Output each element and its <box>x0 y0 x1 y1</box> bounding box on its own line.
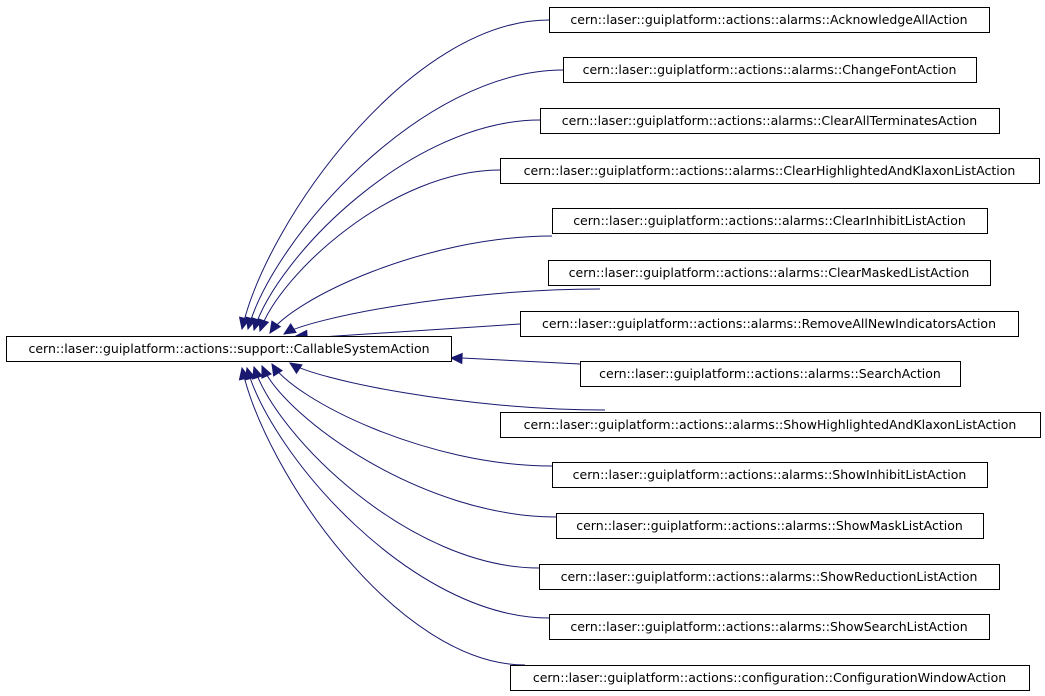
derived-class-label: cern::laser::guiplatform::actions::alarm… <box>561 569 978 584</box>
arrowhead-icon <box>238 366 251 381</box>
edge-line <box>271 363 553 467</box>
arrowhead-icon <box>252 365 264 380</box>
base-class-node[interactable]: cern::laser::guiplatform::actions::suppo… <box>6 336 452 362</box>
derived-class-label: cern::laser::guiplatform::actions::alarm… <box>583 62 957 77</box>
derived-class-node[interactable]: cern::laser::guiplatform::actions::alarm… <box>540 108 1000 134</box>
derived-class-label: cern::laser::guiplatform::actions::alarm… <box>570 12 967 27</box>
edge-line <box>246 367 550 619</box>
arrowhead-icon <box>269 320 282 335</box>
inheritance-edge <box>288 362 606 411</box>
edge-line <box>289 362 606 411</box>
derived-class-label: cern::laser::guiplatform::actions::alarm… <box>599 366 941 381</box>
inheritance-edge <box>258 169 501 333</box>
derived-class-node[interactable]: cern::laser::guiplatform::actions::alarm… <box>520 311 1019 337</box>
derived-class-node[interactable]: cern::laser::guiplatform::actions::alarm… <box>549 614 990 640</box>
inheritance-edge <box>271 362 553 467</box>
inheritance-edge <box>238 366 526 666</box>
edge-line <box>261 365 557 518</box>
edge-line <box>269 235 553 334</box>
edge-line <box>247 69 564 330</box>
derived-class-node[interactable]: cern::laser::guiplatform::actions::alarm… <box>556 513 984 539</box>
derived-class-node[interactable]: cern::laser::guiplatform::actions::alarm… <box>549 7 990 33</box>
inheritance-edges <box>238 19 606 666</box>
inheritance-edge <box>282 288 601 335</box>
edge-line <box>241 19 550 330</box>
derived-class-node[interactable]: cern::laser::guiplatform::actions::alarm… <box>552 462 988 488</box>
derived-class-label: cern::laser::guiplatform::actions::alarm… <box>542 316 996 331</box>
arrowhead-icon <box>288 362 303 375</box>
derived-class-label: cern::laser::guiplatform::actions::confi… <box>533 670 1006 685</box>
edge-line <box>253 119 541 331</box>
derived-class-node[interactable]: cern::laser::guiplatform::actions::alarm… <box>539 564 1000 590</box>
arrowhead-icon <box>258 318 270 333</box>
derived-class-node[interactable]: cern::laser::guiplatform::actions::alarm… <box>580 361 961 387</box>
edge-line <box>241 367 526 666</box>
derived-class-node[interactable]: cern::laser::guiplatform::actions::alarm… <box>548 260 991 286</box>
inheritance-edge <box>251 119 541 332</box>
edge-line <box>259 169 501 332</box>
inheritance-edge <box>261 364 557 518</box>
derived-class-label: cern::laser::guiplatform::actions::alarm… <box>573 467 967 482</box>
arrowhead-icon <box>261 364 272 379</box>
inheritance-edge <box>449 352 581 365</box>
edge-line <box>283 288 601 335</box>
derived-class-label: cern::laser::guiplatform::actions::alarm… <box>562 113 977 128</box>
derived-class-node[interactable]: cern::laser::guiplatform::actions::alarm… <box>500 158 1040 184</box>
derived-class-label: cern::laser::guiplatform::actions::alarm… <box>524 163 1016 178</box>
derived-class-node[interactable]: cern::laser::guiplatform::actions::alarm… <box>500 412 1041 438</box>
arrowhead-icon <box>271 362 284 377</box>
inheritance-edge <box>245 69 564 331</box>
inheritance-edge <box>269 235 553 335</box>
derived-class-label: cern::laser::guiplatform::actions::alarm… <box>524 417 1017 432</box>
derived-class-node[interactable]: cern::laser::guiplatform::actions::alarm… <box>563 57 977 83</box>
edge-line <box>461 357 581 365</box>
derived-class-nodes: cern::laser::guiplatform::actions::alarm… <box>500 7 1041 691</box>
edge-line <box>253 366 540 569</box>
derived-class-label: cern::laser::guiplatform::actions::alarm… <box>569 265 970 280</box>
derived-class-label: cern::laser::guiplatform::actions::alarm… <box>573 213 966 228</box>
arrowhead-icon <box>449 352 463 365</box>
derived-class-node[interactable]: cern::laser::guiplatform::actions::alarm… <box>552 208 988 234</box>
base-class-label: cern::laser::guiplatform::actions::suppo… <box>28 341 429 356</box>
derived-class-label: cern::laser::guiplatform::actions::alarm… <box>576 518 963 533</box>
derived-class-label: cern::laser::guiplatform::actions::alarm… <box>570 619 967 634</box>
derived-class-node[interactable]: cern::laser::guiplatform::actions::confi… <box>510 665 1030 691</box>
inheritance-edge <box>252 365 540 569</box>
arrowhead-icon <box>282 323 297 335</box>
edge-line <box>305 323 521 339</box>
